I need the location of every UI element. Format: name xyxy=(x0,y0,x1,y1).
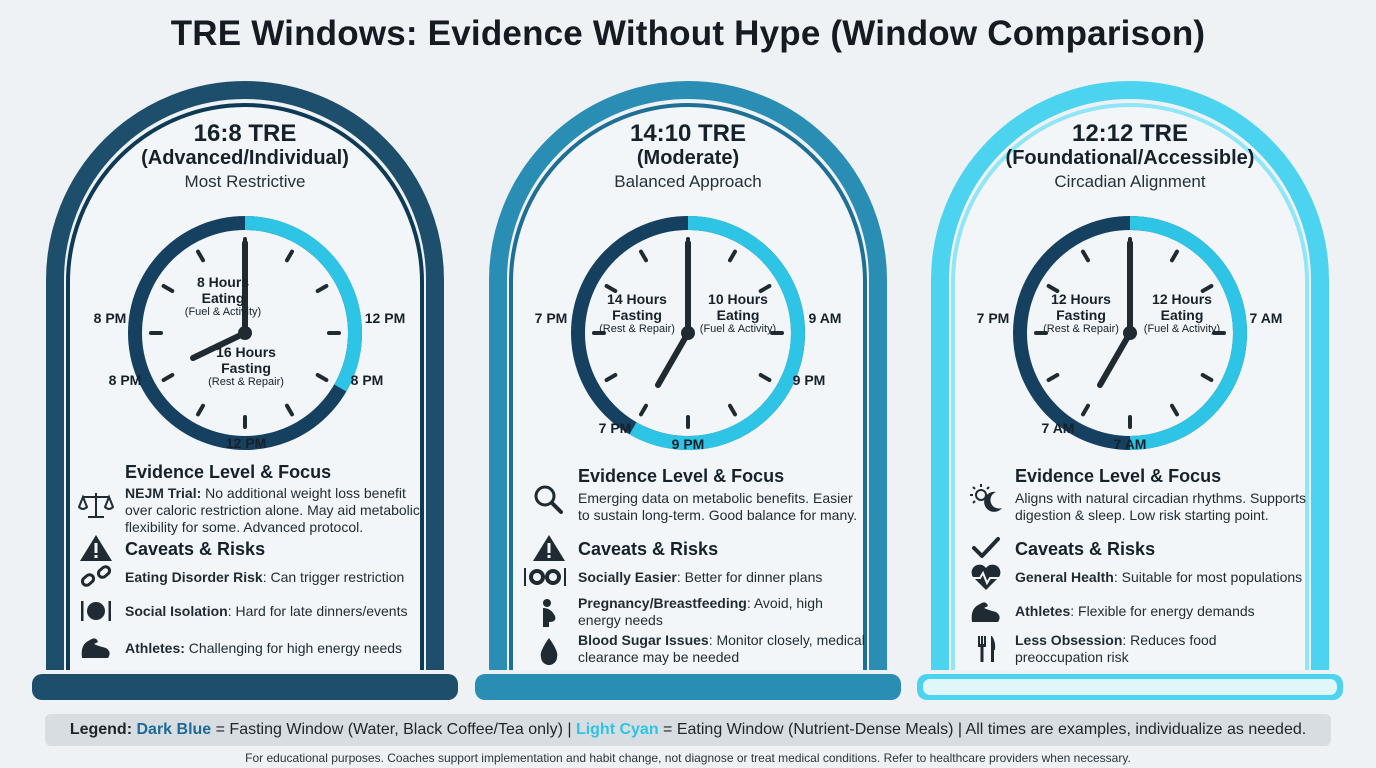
clock-14-10 xyxy=(571,216,805,450)
panel-12-12: 12:12 TRE (Foundational/Accessible) Circ… xyxy=(915,70,1345,702)
caveats-heading: Caveats & Risks xyxy=(1015,539,1156,559)
evidence-heading: Evidence Level & Focus xyxy=(1015,466,1222,486)
evidence-heading: Evidence Level & Focus xyxy=(125,462,332,482)
evidence-text: Aligns with natural circadian rhythms. S… xyxy=(1015,490,1307,523)
panel-title: 14:10 TRE xyxy=(629,120,747,147)
time-label: 7 PM xyxy=(598,420,632,436)
flexed-arm-icon xyxy=(971,602,1000,622)
fork-knife-icon xyxy=(978,636,996,662)
legend-dark-label: Dark Blue xyxy=(136,721,212,738)
balance-scale-icon xyxy=(78,493,114,518)
risk-row: Pregnancy/Breastfeeding: Avoid, high ene… xyxy=(578,595,823,628)
plates-icon xyxy=(524,568,566,586)
hour-hand xyxy=(190,330,248,361)
panel-level: (Advanced/Individual) xyxy=(141,147,349,169)
panel-level: (Foundational/Accessible) xyxy=(1005,147,1255,169)
risk-row: Socially Easier: Better for dinner plans xyxy=(578,569,823,585)
time-label: 9 PM xyxy=(792,372,826,388)
heartbeat-icon xyxy=(971,564,1001,590)
risk-row: Eating Disorder Risk: Can trigger restri… xyxy=(125,569,405,585)
time-label: 7 AM xyxy=(1041,420,1075,436)
clock-16-8 xyxy=(128,216,363,450)
plate-utensils-icon xyxy=(81,601,111,621)
time-label: 12 PM xyxy=(225,435,267,451)
panel-16-8: 16:8 TRE (Advanced/Individual) Most Rest… xyxy=(30,70,460,702)
time-label: 7 AM xyxy=(1113,436,1147,452)
footer-disclaimer: For educational purposes. Coaches suppor… xyxy=(245,751,1131,765)
panel-14-10: 14:10 TRE (Moderate) Balanced Approach 1… xyxy=(473,70,903,702)
risk-row: Less Obsession: Reduces food preoccupati… xyxy=(1015,632,1217,665)
checkmark-icon xyxy=(972,537,1000,558)
time-label: 9 AM xyxy=(808,310,842,326)
risk-row: Athletes: Flexible for energy demands xyxy=(1015,603,1255,619)
broken-chain-icon xyxy=(80,565,112,587)
caveats-heading: Caveats & Risks xyxy=(578,539,719,559)
risk-row: Social Isolation: Hard for late dinners/… xyxy=(125,603,408,619)
time-label: 8 PM xyxy=(350,372,384,388)
time-label: 8 PM xyxy=(93,310,127,326)
evidence-text: NEJM Trial: No additional weight loss be… xyxy=(125,485,420,535)
caveats-heading: Caveats & Risks xyxy=(125,539,266,559)
page-title: TRE Windows: Evidence Without Hype (Wind… xyxy=(170,14,1206,53)
panel-subtitle: Circadian Alignment xyxy=(1054,172,1206,191)
legend-dark-text: = Fasting Window (Water, Black Coffee/Te… xyxy=(211,721,576,738)
blood-drop-icon xyxy=(540,638,558,665)
time-label: 12 PM xyxy=(364,310,406,326)
flexed-arm-icon xyxy=(81,638,110,658)
warning-icon xyxy=(533,535,565,561)
risk-row: Athletes: Challenging for high energy ne… xyxy=(125,640,403,656)
time-label: 7 AM xyxy=(1249,310,1283,326)
legend-bar: Legend: Dark Blue = Fasting Window (Wate… xyxy=(45,714,1331,746)
panel-level: (Moderate) xyxy=(636,147,740,169)
panel-title: 16:8 TRE xyxy=(193,120,297,147)
evidence-text: Emerging data on metabolic benefits. Eas… xyxy=(578,490,858,523)
sun-moon-icon xyxy=(970,484,1002,512)
hour-hand xyxy=(1097,330,1133,388)
magnifier-icon xyxy=(534,485,563,514)
panel-subtitle: Balanced Approach xyxy=(614,172,762,191)
panel-title: 12:12 TRE xyxy=(1071,120,1189,147)
legend-prefix: Legend: xyxy=(69,721,133,738)
warning-icon xyxy=(80,535,112,561)
legend-light-text: = Eating Window (Nutrient-Dense Meals) |… xyxy=(658,721,1307,738)
time-label: 9 PM xyxy=(671,436,705,452)
risk-row: Blood Sugar Issues: Monitor closely, med… xyxy=(578,632,865,665)
hour-hand xyxy=(655,330,691,388)
clock-12-12 xyxy=(1013,216,1247,450)
time-label: 8 PM xyxy=(108,372,142,388)
time-label: 7 PM xyxy=(976,310,1010,326)
clock-ticks xyxy=(149,237,341,429)
evidence-heading: Evidence Level & Focus xyxy=(578,466,785,486)
risk-row: General Health: Suitable for most popula… xyxy=(1015,569,1303,585)
panel-subtitle: Most Restrictive xyxy=(184,172,306,191)
time-label: 7 PM xyxy=(534,310,568,326)
legend-light-label: Light Cyan xyxy=(575,721,659,738)
pregnancy-icon xyxy=(543,599,556,627)
